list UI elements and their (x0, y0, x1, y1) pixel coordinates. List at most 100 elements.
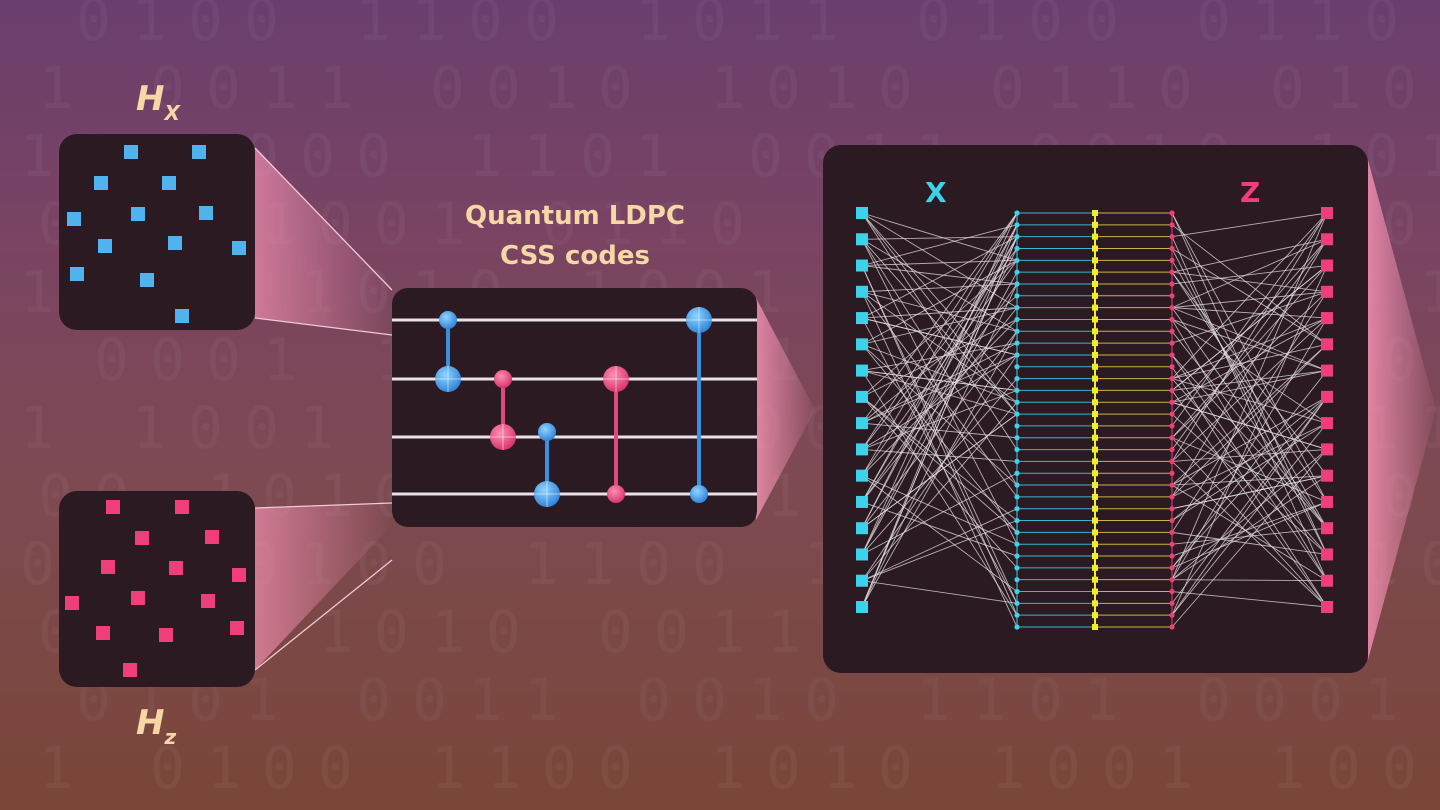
background-digit: 1 (636, 122, 671, 190)
background-digit: 1 (1438, 598, 1440, 666)
target-node (534, 481, 560, 507)
background-digit: 1 (822, 54, 857, 122)
z-bit-node (1321, 364, 1333, 377)
x-check-node (1014, 506, 1020, 512)
x-check-node (1014, 399, 1020, 405)
z-check-node (1169, 612, 1175, 618)
z-check-node (1169, 352, 1175, 358)
z-bit-node (1321, 338, 1333, 351)
z-edge (1171, 212, 1328, 555)
z-edge (1171, 390, 1328, 608)
qubit-node (1092, 493, 1098, 500)
z-edge (1171, 449, 1328, 581)
z-bit-node (1321, 390, 1333, 403)
background-digit: 1 (1308, 0, 1343, 54)
hx-entry (192, 145, 206, 159)
background-digit: 0 (412, 530, 447, 598)
x-edge (861, 344, 1018, 533)
x-node-label: X (925, 176, 947, 209)
z-check-node (1169, 600, 1175, 606)
x-check-node (1014, 553, 1020, 559)
background-digit: 0 (1084, 0, 1119, 54)
hx-entry (168, 236, 182, 250)
qubit-node (1092, 292, 1098, 299)
x-edge (861, 236, 1018, 503)
z-check-node (1169, 494, 1175, 500)
hz-label-main: H (136, 703, 165, 743)
x-edge (861, 354, 1018, 424)
x-edge (861, 260, 1018, 476)
x-edge (861, 238, 1018, 332)
background-digit: 1 (1046, 54, 1081, 122)
qubit-node (1092, 576, 1098, 583)
hx-matrix-entries (67, 145, 246, 323)
z-bit-node (1321, 469, 1333, 482)
background-digit: 0 (542, 190, 577, 258)
x-edge (861, 317, 1018, 356)
background-digit: 0 (654, 598, 689, 666)
background-digit: 1 (468, 666, 503, 734)
x-check-node (1014, 517, 1020, 524)
qubit-node (1092, 482, 1098, 489)
background-digit: 0 (412, 666, 447, 734)
hz-panel (59, 491, 255, 687)
background-digit: 0 (1382, 734, 1417, 802)
z-edge (1171, 212, 1328, 238)
z-edge (1171, 319, 1328, 424)
x-check-node (1014, 340, 1020, 346)
x-edge (861, 291, 1018, 628)
z-edge (1171, 366, 1328, 608)
background-digit: 1 (132, 0, 167, 54)
x-edge (861, 212, 1018, 476)
background-digit: 0 (374, 598, 409, 666)
x-check-node (1014, 234, 1020, 240)
background-digit: 0 (206, 326, 241, 394)
x-bit-node (856, 207, 868, 219)
background-digit: 0 (766, 54, 801, 122)
background-digit: 1 (710, 734, 745, 802)
hz-matrix-entries (65, 500, 246, 677)
background-digit: 1 (468, 122, 503, 190)
x-check-node (1014, 245, 1020, 252)
x-edge (861, 291, 1018, 332)
background-digit: 0 (1382, 54, 1417, 122)
z-check-node (1169, 446, 1175, 453)
hx-label-main: H (136, 79, 165, 119)
x-edge (861, 344, 1018, 486)
z-check-node (1169, 423, 1175, 429)
background-digit: 0 (1364, 0, 1399, 54)
hz-entry (135, 531, 149, 545)
z-edge (1171, 501, 1328, 569)
x-bit-node (856, 312, 868, 325)
x-edge (861, 520, 1018, 582)
hz-entry (232, 568, 246, 582)
z-edge (1171, 291, 1328, 344)
qubit-node (1092, 434, 1098, 441)
background-digit: 0 (318, 734, 353, 802)
background-digit: 0 (1420, 530, 1440, 598)
z-edge (1171, 461, 1328, 608)
z-edge (1171, 271, 1328, 293)
hx-entry (98, 239, 112, 253)
z-check-node (1169, 328, 1175, 334)
z-check-node (1169, 210, 1175, 216)
z-bit-node (1321, 259, 1333, 272)
x-check-node (1014, 316, 1020, 323)
z-edge (1171, 579, 1328, 582)
background-digit: 0 (878, 734, 913, 802)
x-check-node (1014, 482, 1020, 488)
z-edge (1171, 437, 1328, 608)
z-edge (1171, 236, 1328, 581)
qubit-node (1092, 340, 1098, 347)
x-edge (861, 239, 1018, 486)
z-check-node (1169, 624, 1175, 630)
hz-entry (65, 596, 79, 610)
control-dot (690, 485, 708, 503)
qubit-node (1092, 280, 1098, 287)
background-digit: 0 (94, 326, 129, 394)
qubit-node (1092, 541, 1098, 548)
x-edge (861, 283, 1018, 608)
background-digit: 1 (318, 598, 353, 666)
qubit-node (1092, 257, 1098, 264)
